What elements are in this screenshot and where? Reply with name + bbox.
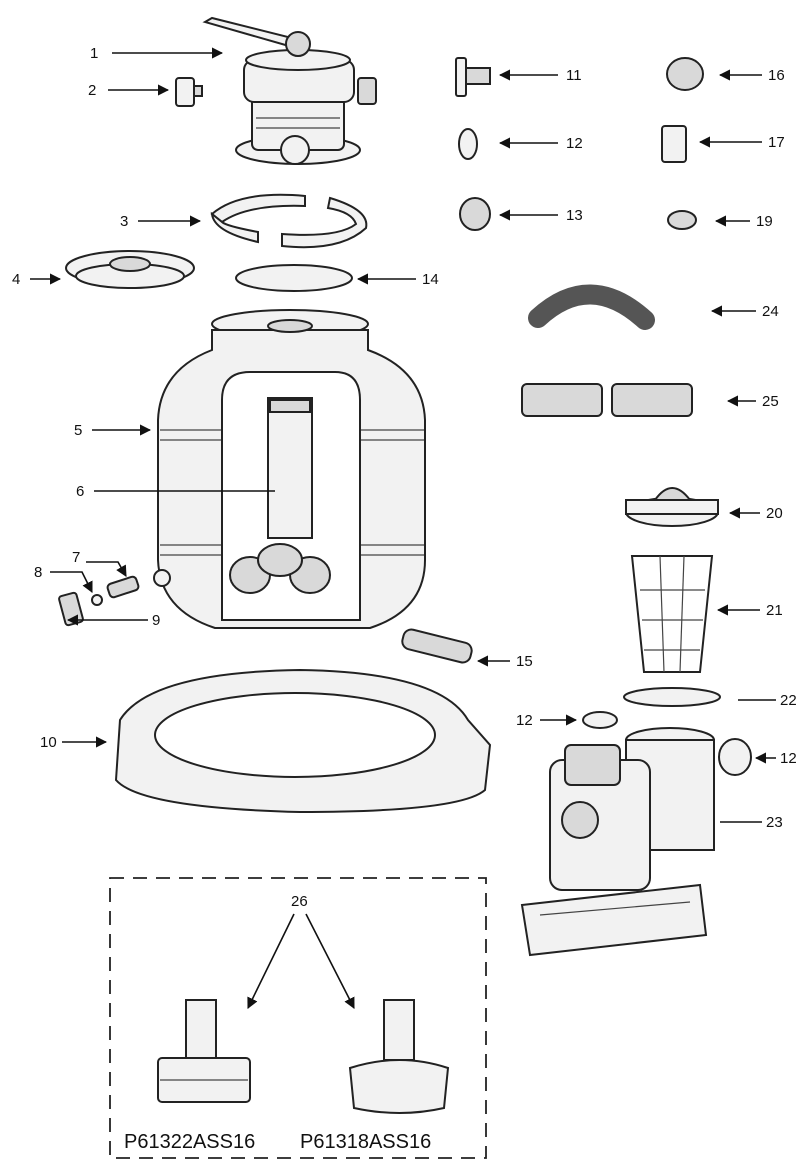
callout-9: 9 — [152, 612, 160, 629]
callout-12c: 12 — [780, 750, 797, 767]
strainer-basket-drawing — [630, 555, 714, 673]
callout-14: 14 — [422, 271, 439, 288]
callout-4: 4 — [12, 271, 20, 288]
filter-base-drawing — [114, 668, 492, 814]
straight-hose-drawing — [521, 383, 693, 417]
model-right-label: P61318ASS16 — [300, 1131, 431, 1153]
drain-parts-drawing — [58, 575, 140, 627]
callout-19: 19 — [756, 213, 773, 230]
callout-11: 11 — [566, 67, 582, 84]
models-dashed-box — [109, 877, 487, 1159]
curved-hose-drawing — [528, 284, 655, 330]
callout-23: 23 — [766, 814, 783, 831]
callout-16: 16 — [768, 67, 785, 84]
filter-tank-drawing — [153, 309, 426, 629]
o-ring-drawing — [235, 264, 353, 292]
lid-variant-left-drawing — [157, 999, 251, 1103]
leader-lines — [30, 47, 776, 1010]
callout-6: 6 — [76, 483, 84, 500]
clamp-drawing — [210, 193, 368, 249]
callout-2: 2 — [88, 82, 96, 99]
callout-22: 22 — [780, 692, 797, 709]
small-fittings-drawing — [455, 57, 704, 231]
small-o-ring-drawing-a — [582, 711, 618, 729]
model-left-label: P61322ASS16 — [124, 1131, 255, 1153]
pump-drawing — [520, 727, 715, 957]
callout-24: 24 — [762, 303, 779, 320]
callout-21: 21 — [766, 602, 783, 619]
lateral-drawing — [401, 628, 473, 664]
filter-cover-drawing — [65, 250, 195, 289]
small-o-ring-drawing-b — [718, 738, 752, 776]
callout-8: 8 — [34, 564, 42, 581]
multiport-valve-drawing — [202, 16, 377, 165]
callout-12b: 12 — [516, 712, 533, 729]
lid-o-ring-drawing — [623, 687, 721, 707]
callout-12a: 12 — [566, 135, 583, 152]
strainer-lid-drawing — [625, 487, 719, 527]
callout-labels: 1 2 3 4 5 6 7 8 9 10 11 12 13 14 15 16 1… — [12, 45, 797, 910]
callout-25: 25 — [762, 393, 779, 410]
callout-26: 26 — [291, 893, 308, 910]
callout-20: 20 — [766, 505, 783, 522]
callout-10: 10 — [40, 734, 57, 751]
callout-13: 13 — [566, 207, 583, 224]
callout-1: 1 — [90, 45, 98, 62]
pressure-gauge-drawing — [175, 77, 203, 107]
callout-17: 17 — [768, 134, 785, 151]
lid-variant-right-drawing — [348, 999, 450, 1114]
callout-7: 7 — [72, 549, 80, 566]
callout-15: 15 — [516, 653, 533, 670]
callout-3: 3 — [120, 213, 128, 230]
callout-5: 5 — [74, 422, 82, 439]
